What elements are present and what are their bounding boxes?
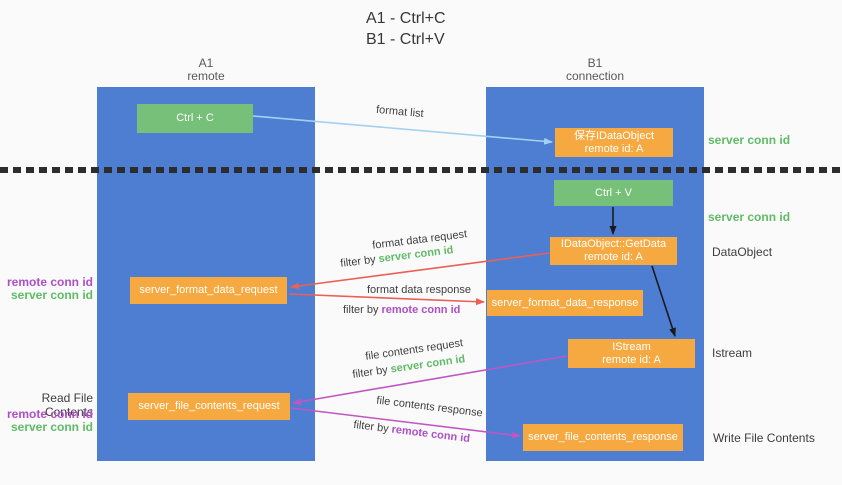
server-file-contents-request-box: server_file_contents_request — [128, 393, 290, 420]
server-file-contents-request-label: server_file_contents_request — [138, 400, 280, 412]
dataobject-label: DataObject — [712, 245, 773, 259]
column-a1-role: remote — [187, 69, 225, 83]
ctrl-v-label: Ctrl + V — [595, 186, 632, 199]
server-format-data-response-label: server_format_data_response — [491, 296, 639, 309]
filter-by-text: filter by — [339, 253, 380, 270]
ctrl-c-label: Ctrl + C — [176, 112, 214, 124]
save-dataobject-box: 保存IDataObject remote id: A — [555, 128, 673, 157]
istream-line2: remote id: A — [602, 353, 661, 366]
write-file-contents-label: Write File Contents — [713, 431, 815, 445]
filter-by-text: filter by — [352, 418, 393, 436]
getdata-box: IDataObject::GetData remote id: A — [550, 237, 677, 265]
read-file-contents-label: Read File Contents — [41, 391, 93, 419]
file-contents-response-filter-label: filter by remote conn id — [353, 419, 471, 445]
istream-box: IStream remote id: A — [568, 339, 695, 368]
column-header-a1: A1 remote — [97, 57, 315, 83]
column-b1-id: B1 — [587, 56, 603, 70]
column-b1-role: connection — [565, 69, 625, 83]
right-server-conn-id-mid-label: server conn id — [708, 210, 791, 224]
ctrl-c-box: Ctrl + C — [137, 104, 253, 133]
right-server-conn-id-top-label: server conn id — [708, 133, 791, 147]
server-format-data-request-box: server_format_data_request — [130, 277, 287, 304]
server-format-data-request-label: server_format_data_request — [139, 284, 278, 296]
left-conn-id-pair-bottom: remote conn id server conn id — [0, 408, 93, 434]
filter-by-text: filter by — [343, 304, 382, 316]
filter-by-text: filter by — [351, 363, 392, 381]
save-dataobject-line2: remote id: A — [584, 142, 644, 155]
server-format-data-response-box: server_format_data_response — [487, 290, 643, 316]
column-a1-id: A1 — [198, 56, 214, 70]
server-file-contents-response-box: server_file_contents_response — [523, 424, 683, 451]
remote-conn-id-text: remote conn id — [381, 304, 461, 316]
server-file-contents-response-label: server_file_contents_response — [528, 431, 678, 443]
column-header-b1: B1 connection — [486, 57, 704, 83]
ctrl-v-box: Ctrl + V — [554, 180, 673, 206]
title-line-2: B1 - Ctrl+V — [366, 31, 445, 48]
istream-line1: IStream — [612, 340, 651, 353]
left-server-conn-id-bottom-label: server conn id — [10, 420, 93, 434]
diagram-title: A1 - Ctrl+C B1 - Ctrl+V — [366, 8, 446, 50]
left-remote-conn-id-bottom-label: remote conn id — [6, 407, 93, 421]
title-line-1: A1 - Ctrl+C — [366, 10, 446, 27]
istream-side-label: Istream — [712, 346, 753, 360]
format-data-response-filter-label: filter by remote conn id — [343, 304, 460, 316]
left-conn-id-pair-top: remote conn id server conn id — [0, 276, 93, 302]
format-list-label: format list — [375, 103, 425, 121]
left-server-conn-id-top-label: server conn id — [10, 288, 93, 302]
phase-divider-dotted-line — [0, 167, 842, 173]
file-contents-response-label: file contents response — [375, 394, 484, 420]
format-data-response-label: format data response — [367, 284, 471, 296]
left-remote-conn-id-top-label: remote conn id — [6, 275, 93, 289]
remote-conn-id-text: remote conn id — [390, 423, 471, 446]
getdata-line2: remote id: A — [584, 251, 643, 263]
getdata-line1: IDataObject::GetData — [560, 238, 667, 250]
save-dataobject-line1: 保存IDataObject — [573, 129, 655, 142]
